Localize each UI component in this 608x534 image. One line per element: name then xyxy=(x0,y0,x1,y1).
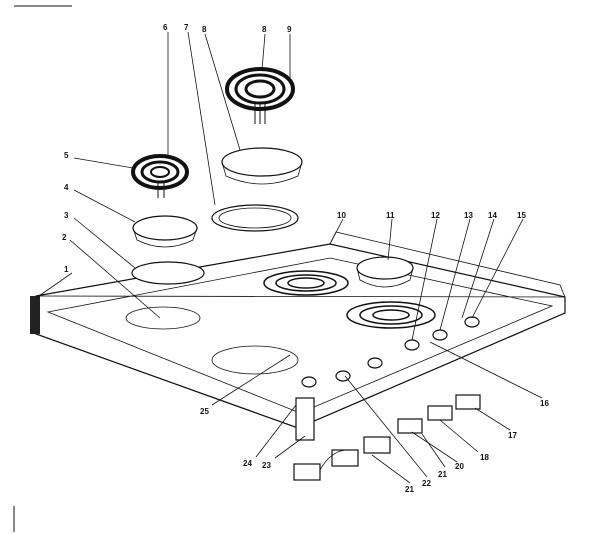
label-20: 20 xyxy=(455,462,464,471)
left-end-cap xyxy=(30,296,40,334)
trim-ring-small xyxy=(131,261,205,285)
label-23: 23 xyxy=(262,461,271,470)
label-17: 17 xyxy=(508,431,517,440)
drip-bowl-small xyxy=(132,215,198,248)
label-4: 4 xyxy=(64,183,69,192)
label-8: 8 xyxy=(202,25,207,34)
label-15: 15 xyxy=(517,211,526,220)
drip-bowl-right xyxy=(356,256,414,288)
label-8b: 8 xyxy=(262,25,267,34)
label-6: 6 xyxy=(163,23,168,32)
left-front-opening xyxy=(211,345,299,375)
label-22: 22 xyxy=(422,479,431,488)
knob-assemblies xyxy=(293,394,481,481)
label-2: 2 xyxy=(62,233,67,242)
trim-ring-large-inner xyxy=(218,207,292,229)
label-9: 9 xyxy=(287,25,292,34)
label-18: 18 xyxy=(480,453,489,462)
surface-element-small xyxy=(131,154,189,198)
drip-bowl-large xyxy=(221,147,303,185)
label-25: 25 xyxy=(200,407,209,416)
label-5: 5 xyxy=(64,151,69,160)
side-trim xyxy=(295,397,315,441)
surface-element-large xyxy=(225,67,295,124)
leader-lines xyxy=(35,31,543,484)
label-11: 11 xyxy=(386,211,395,220)
label-21-lower: 21 xyxy=(405,485,414,494)
label-13: 13 xyxy=(464,211,473,220)
right-front-burner xyxy=(346,301,436,329)
label-14: 14 xyxy=(488,211,497,220)
label-7: 7 xyxy=(184,23,189,32)
left-rear-opening xyxy=(125,306,201,330)
label-16: 16 xyxy=(540,399,549,408)
label-3: 3 xyxy=(64,211,69,220)
label-21-upper: 21 xyxy=(438,470,447,479)
label-24: 24 xyxy=(243,459,252,468)
trim-ring-large xyxy=(211,204,299,232)
label-10: 10 xyxy=(337,211,346,220)
right-rear-burner xyxy=(263,270,349,296)
label-12: 12 xyxy=(431,211,440,220)
label-1: 1 xyxy=(64,265,69,274)
